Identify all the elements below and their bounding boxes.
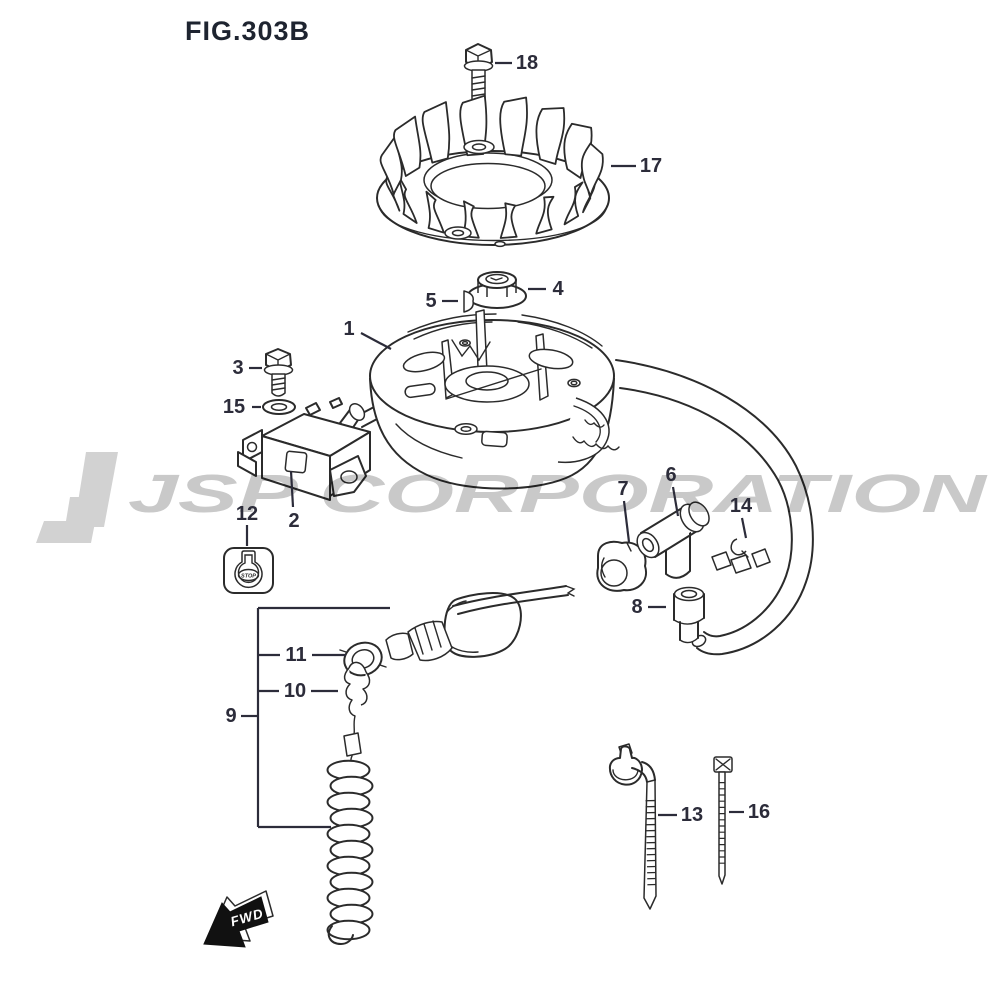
part-9-spring-cord: [326, 732, 374, 945]
callout-12: 12: [236, 503, 258, 525]
callout-6: 6: [665, 464, 676, 486]
part-6-plug-cap-body: [636, 501, 710, 579]
callouts: 1 2 3 4 5 6 7 8 9 10 11 12 13 14 15 16: [223, 52, 770, 826]
callout-14-leader: [740, 517, 748, 539]
callout-11: 11: [285, 644, 306, 666]
part-15-washer: [262, 399, 296, 415]
callout-7-leader: [622, 500, 631, 543]
callout-4: 4: [552, 278, 564, 300]
figure-title: FIG.303B: [185, 16, 310, 46]
fwd-arrow: FWD: [203, 890, 274, 948]
part-9-bracket: [256, 606, 390, 829]
part-8-terminal-cap: [673, 586, 705, 644]
part-2-ignition-coil: [237, 397, 371, 501]
part-13-cable-tie: [608, 743, 657, 910]
part-1-magneto: [369, 309, 620, 490]
part-5-key: [463, 290, 474, 313]
callout-3: 3: [232, 357, 243, 379]
callout-1: 1: [343, 318, 354, 340]
callout-17: 17: [640, 155, 662, 177]
callout-2: 2: [288, 510, 299, 532]
callout-9: 9: [225, 705, 236, 727]
callout-8: 8: [631, 596, 642, 618]
callout-10: 10: [284, 680, 306, 702]
callout-6-leader: [671, 486, 680, 517]
callout-14: 14: [730, 495, 753, 517]
stop-button-text: STOP: [241, 574, 256, 580]
part-12-stop-switch: STOP: [223, 547, 274, 594]
part-3-bolt: [263, 348, 294, 397]
watermark: JSP CORPORATION: [36, 452, 988, 543]
callout-13: 13: [681, 804, 703, 826]
callout-5: 5: [425, 290, 436, 312]
part-16-cable-tie: [713, 756, 733, 885]
part-7-cap: [596, 540, 648, 592]
callout-15: 15: [223, 396, 245, 418]
callout-16: 16: [748, 801, 770, 823]
callout-1-leader: [360, 332, 392, 350]
callout-18: 18: [516, 52, 538, 74]
callout-7: 7: [617, 478, 628, 500]
part-4-nut: [467, 271, 527, 309]
lanyard-plug: [385, 585, 576, 662]
part-10-clip: [343, 661, 371, 735]
callout-2-leader: [289, 470, 295, 508]
watermark-text: JSP CORPORATION: [128, 464, 988, 524]
part-14-clamp: [711, 538, 771, 574]
part-17-flywheel-fan: [376, 94, 610, 248]
